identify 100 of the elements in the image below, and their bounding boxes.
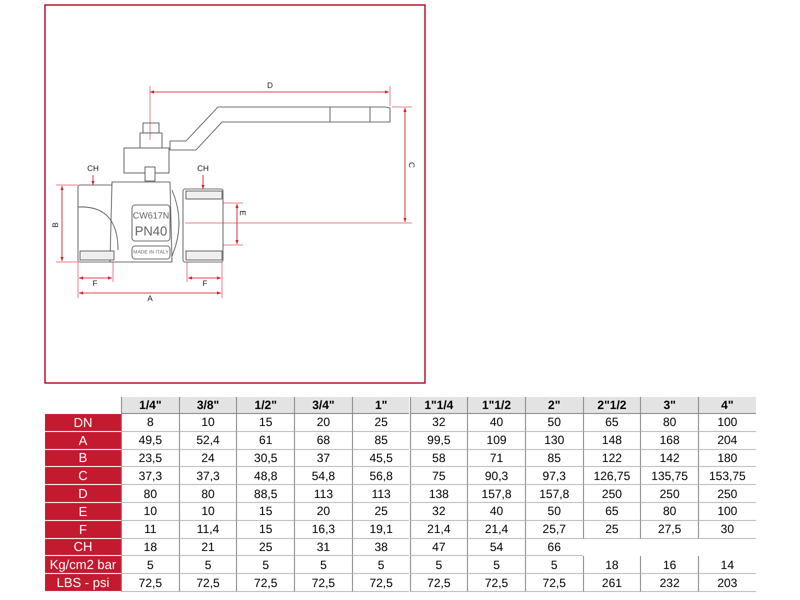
table-cell: 50 bbox=[524, 414, 583, 432]
row-header: F bbox=[45, 520, 121, 539]
body-marking: PN40 bbox=[134, 224, 168, 238]
table-cell: 32 bbox=[410, 503, 468, 521]
table-cell: 72,5 bbox=[352, 574, 410, 592]
column-header: 4" bbox=[698, 397, 756, 414]
row-header: C bbox=[45, 467, 121, 486]
table-cell: 100 bbox=[698, 503, 756, 521]
row-header: DN bbox=[45, 414, 121, 432]
table-cell: 21,4 bbox=[410, 520, 468, 539]
table-cell: 5 bbox=[410, 556, 468, 574]
table-cell: 25,7 bbox=[524, 520, 583, 539]
table-cell: 37 bbox=[294, 450, 352, 468]
row-header: LBS - psi bbox=[45, 574, 121, 592]
table-cell: 250 bbox=[640, 485, 698, 503]
table-cell: 80 bbox=[640, 414, 698, 432]
table-cell: 24 bbox=[178, 450, 236, 468]
table-cell: 72,5 bbox=[178, 574, 236, 592]
table-cell: 11 bbox=[121, 520, 179, 539]
table-cell: 261 bbox=[582, 574, 640, 592]
table-cell: 61 bbox=[236, 432, 294, 450]
column-header: 2"1/2 bbox=[582, 397, 640, 414]
table-cell: 11,4 bbox=[178, 520, 236, 539]
column-header: 3/4" bbox=[294, 397, 352, 414]
table-cell: 157,8 bbox=[467, 485, 525, 503]
table-cell: 23,5 bbox=[121, 450, 179, 468]
dimension-label: E bbox=[238, 210, 246, 216]
table-cell: 10 bbox=[178, 414, 236, 432]
table-cell: 232 bbox=[640, 574, 698, 592]
table-cell: 25 bbox=[352, 503, 410, 521]
row-header: Kg/cm2 bar bbox=[45, 556, 121, 574]
table-cell: 204 bbox=[698, 432, 756, 450]
table-cell: 113 bbox=[352, 485, 410, 503]
body-marking: CW617N bbox=[132, 212, 170, 220]
table-cell: 30,5 bbox=[236, 450, 294, 468]
column-header: 1"1/4 bbox=[410, 397, 468, 414]
table-cell: 18 bbox=[582, 556, 640, 574]
table-cell: 80 bbox=[640, 503, 698, 521]
table-cell: 37,3 bbox=[178, 467, 236, 486]
table-cell: 18 bbox=[121, 538, 179, 556]
column-header: 1"1/2 bbox=[467, 397, 525, 414]
table-cell: 90,3 bbox=[467, 467, 525, 486]
table-cell: 5 bbox=[236, 556, 294, 574]
table-cell: 27,5 bbox=[640, 520, 698, 539]
row-header: E bbox=[45, 503, 121, 521]
table-cell: 99,5 bbox=[410, 432, 468, 450]
table-cell: 16,3 bbox=[294, 520, 352, 539]
table-cell: 40 bbox=[467, 414, 525, 432]
table-cell: 19,1 bbox=[352, 520, 410, 539]
table-cell: 5 bbox=[352, 556, 410, 574]
table-cell: 52,4 bbox=[178, 432, 236, 450]
table-cell: 97,3 bbox=[524, 467, 583, 486]
table-cell: 49,5 bbox=[121, 432, 179, 450]
table-cell: 38 bbox=[352, 538, 410, 556]
table-cell: 126,75 bbox=[582, 467, 640, 486]
table-cell: 153,75 bbox=[698, 467, 756, 486]
row-header: D bbox=[45, 485, 121, 503]
table-cell: 37,3 bbox=[121, 467, 179, 486]
dimension-label: F bbox=[92, 280, 98, 288]
row-header: B bbox=[45, 450, 121, 468]
dimension-label: CH bbox=[197, 165, 209, 173]
column-header: 2" bbox=[524, 397, 583, 414]
table-cell: 32 bbox=[410, 414, 468, 432]
table-cell: 138 bbox=[410, 485, 468, 503]
table-cell: 72,5 bbox=[236, 574, 294, 592]
table-cell: 5 bbox=[467, 556, 525, 574]
dimension-label: D bbox=[267, 82, 273, 90]
dimension-label: CH bbox=[87, 165, 99, 173]
table-cell: 250 bbox=[582, 485, 640, 503]
table-cell: 122 bbox=[582, 450, 640, 468]
table-cell: 30 bbox=[698, 520, 756, 539]
table-cell: 14 bbox=[698, 556, 756, 574]
table-cell: 8 bbox=[121, 414, 179, 432]
row-header: A bbox=[45, 432, 121, 450]
table-cell: 10 bbox=[121, 503, 179, 521]
table-cell: 5 bbox=[294, 556, 352, 574]
table-cell: 68 bbox=[294, 432, 352, 450]
table-cell: 85 bbox=[352, 432, 410, 450]
column-header: 3" bbox=[640, 397, 698, 414]
table-cell: 5 bbox=[178, 556, 236, 574]
table-cell: 54 bbox=[467, 538, 525, 556]
table-cell: 31 bbox=[294, 538, 352, 556]
table-cell: 80 bbox=[178, 485, 236, 503]
table-cell: 50 bbox=[524, 503, 583, 521]
table-cell: 58 bbox=[410, 450, 468, 468]
table-cell: 135,75 bbox=[640, 467, 698, 486]
dimension-label: A bbox=[147, 295, 153, 303]
table-cell: 148 bbox=[582, 432, 640, 450]
dimension-label: B bbox=[52, 222, 60, 228]
table-cell: 203 bbox=[698, 574, 756, 592]
table-cell: 5 bbox=[524, 556, 583, 574]
table-cell: 66 bbox=[524, 538, 583, 556]
table-cell: 25 bbox=[582, 520, 640, 539]
table-cell: 21 bbox=[178, 538, 236, 556]
table-cell: 54,8 bbox=[294, 467, 352, 486]
dimension-label: C bbox=[407, 162, 415, 168]
table-cell: 72,5 bbox=[294, 574, 352, 592]
table-cell: 250 bbox=[698, 485, 756, 503]
table-cell: 15 bbox=[236, 520, 294, 539]
row-header: CH bbox=[45, 538, 121, 556]
